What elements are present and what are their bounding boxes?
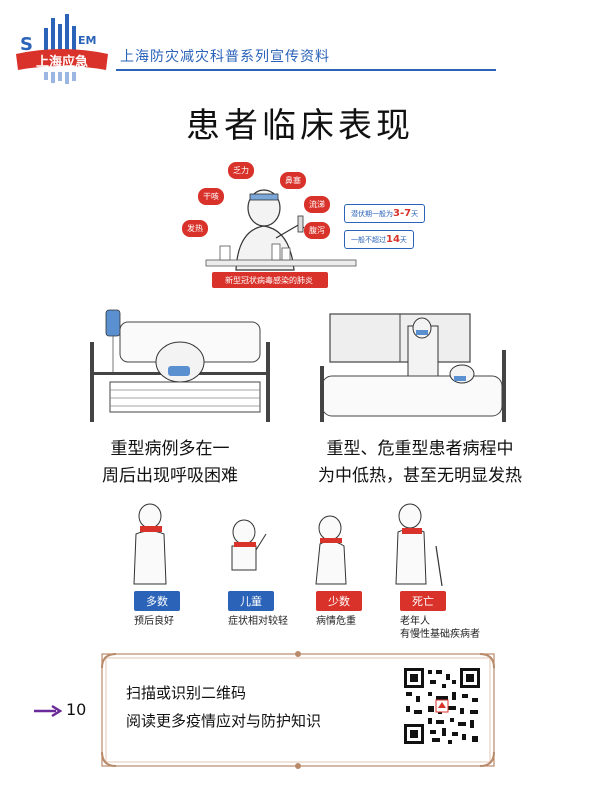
logo-mark-em: EM [78, 34, 96, 47]
header: S EM 上海应急 上海防灾减灾科普系列宣传资料 [0, 0, 600, 86]
sick-person-illustration [205, 189, 357, 288]
qr-code[interactable] [402, 666, 482, 746]
shanghai-emergency-logo: S EM 上海应急 [16, 14, 108, 84]
symptom-tag: 鼻塞 [280, 172, 306, 189]
header-title: 上海防灾减灾科普系列宣传资料 [120, 49, 330, 65]
group-badge: 多数 [134, 591, 180, 611]
arrow-right-icon [34, 704, 62, 718]
severe-case-caption-right: 重型、危重型患者病程中 为中低热，甚至无明显发热 [318, 439, 522, 486]
qr-instruction-line2: 阅读更多疫情应对与防护知识 [126, 712, 322, 730]
symptoms-illustration: 乏力 鼻塞 干咳 流涕 发热 腹泻 新型冠状病毒感染的肺炎 [176, 160, 436, 292]
symptom-tag: 乏力 [228, 162, 254, 179]
max-incubation-note: 一般不超过14天 [344, 230, 414, 249]
header-divider [116, 69, 496, 71]
page-number: 10 [66, 700, 87, 719]
incubation-period-note: 潜伏期一般为3-7天 [344, 204, 426, 223]
logo-mark-s: S [20, 34, 33, 55]
group-minority: 少数 病情危重 [316, 590, 362, 628]
symptom-tag: 流涕 [304, 196, 330, 213]
qr-code-frame: 扫描或识别二维码 阅读更多疫情应对与防护知识 [96, 648, 500, 772]
group-majority: 多数 预后良好 [134, 590, 180, 628]
pneumonia-banner: 新型冠状病毒感染的肺炎 [225, 276, 313, 285]
group-children: 儿童 症状相对较轻 [228, 590, 288, 628]
patient-groups-illustration [133, 503, 443, 587]
logo-text: 上海应急 [36, 54, 88, 70]
symptom-tag: 干咳 [198, 188, 224, 205]
group-description: 预后良好 [134, 616, 174, 627]
group-description: 病情危重 [316, 616, 356, 627]
group-deaths: 死亡 老年人 有慢性基础疾病者 [400, 590, 480, 641]
group-badge: 儿童 [228, 591, 274, 611]
group-description: 症状相对较轻 [228, 616, 288, 627]
symptom-tag: 腹泻 [304, 222, 330, 239]
group-badge: 死亡 [400, 591, 446, 611]
severe-case-caption-left: 重型病例多在一 周后出现呼吸困难 [102, 439, 238, 486]
group-description: 老年人 有慢性基础疾病者 [400, 616, 480, 640]
qr-instruction-line1: 扫描或识别二维码 [126, 684, 247, 702]
hospital-bed-illustration-right [320, 313, 506, 422]
symptom-tag: 发热 [182, 220, 208, 237]
iv-bag-icon [105, 309, 121, 337]
group-badge: 少数 [316, 591, 362, 611]
hospital-bed-illustration-left [90, 309, 270, 422]
page-title: 患者临床表现 [186, 106, 414, 146]
